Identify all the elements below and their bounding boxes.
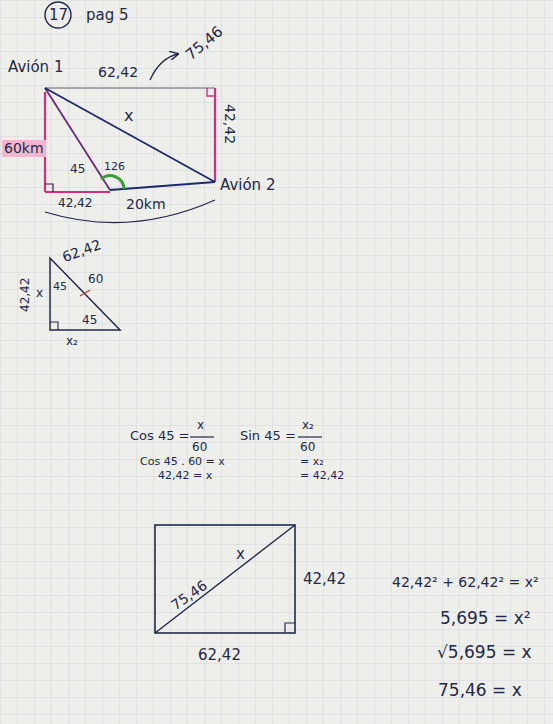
right-side [214,88,216,182]
page-note: pag 5 [86,6,129,24]
equation: Cos 45 . 60 = x [140,455,225,468]
equation: = 42,42 [300,469,344,482]
right-angle-mark [45,184,53,192]
equation: 75,46 = x [438,680,522,700]
rectangle-diagonal [155,525,295,633]
dimension: 62,42 [60,236,103,265]
fraction-bar [190,436,214,437]
unknown: x [124,106,133,125]
dimension: 42,42 [221,104,238,144]
dimension: 75,46 [182,22,226,63]
equation: 60 [300,440,315,454]
right-angle-mark [50,322,58,330]
point-name: Avión 1 [8,58,63,76]
dimension: 62,42 [198,646,241,664]
dimension: 75,46 [168,577,210,614]
right-angle-mark [285,623,295,633]
dimension: 62,42 [98,64,138,81]
unknown: x [236,545,245,563]
diagonal-x [45,88,215,182]
equation: = x₂ [300,455,324,468]
equation: x [197,418,204,432]
dimension: 42,42 [303,570,346,588]
dimension: 60 [88,272,103,286]
dimension: 42,42 [18,278,32,312]
fraction-bar [298,436,322,437]
rectangle [155,525,295,633]
equation: x₂ [302,418,314,432]
problem-number: 17 [49,6,68,24]
equation: 60 [192,440,207,454]
angle-arc [101,176,124,189]
equation: Cos 45 = [130,428,190,444]
equation: 42,42² + 62,42² = x² [392,574,539,591]
unknown: x₂ [66,334,78,348]
bottom-side [45,191,110,193]
dimension: 20km [126,196,166,213]
dimension: 60km [2,140,46,157]
dimension: 42,42 [58,196,92,210]
unknown: x [36,286,43,300]
right-angle-mark [207,88,215,96]
pointer-arrow [150,54,178,80]
point-name: Avión 2 [220,176,275,194]
equation: Sin 45 = [240,428,296,444]
segment-20km [110,182,215,190]
equation: 42,42 = x [158,469,212,482]
angle-value: 45 [53,280,67,293]
hypotenuse [45,88,110,190]
top-line [45,87,215,88]
equation: 5,695 = x² [440,608,531,628]
small-triangle [50,258,120,330]
equation: √5,695 = x [437,642,532,662]
angle-value: 45 [82,313,97,327]
tick-mark [80,290,90,296]
number-circle [45,2,71,28]
angle-value: 45 [70,162,85,176]
angle-value: 126 [104,160,125,173]
